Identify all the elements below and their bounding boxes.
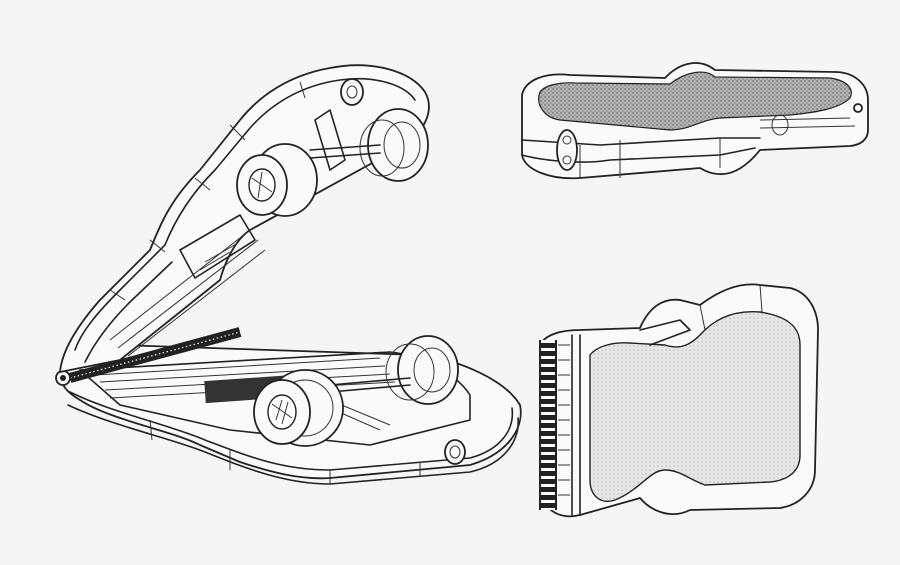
upper-latch xyxy=(340,78,364,106)
axle-bracket xyxy=(314,109,346,171)
rear-pin xyxy=(853,103,863,113)
closed-device-top-view xyxy=(521,62,869,180)
upper-lid xyxy=(59,64,430,373)
side-grip-pad xyxy=(589,311,801,502)
upper-front-wheel xyxy=(236,143,318,217)
lower-latch xyxy=(444,439,466,465)
side-hinge-coil xyxy=(539,334,581,516)
closed-device-side-view xyxy=(539,283,819,518)
upper-rear-wheel xyxy=(309,108,429,182)
headlight-lens xyxy=(267,394,297,430)
lower-front-wheel xyxy=(253,369,344,447)
hinge-spring xyxy=(55,327,242,386)
grip-pad xyxy=(538,71,852,131)
lower-rear-wheel xyxy=(329,335,459,405)
front-latch xyxy=(556,129,578,171)
open-device-view xyxy=(55,64,522,485)
